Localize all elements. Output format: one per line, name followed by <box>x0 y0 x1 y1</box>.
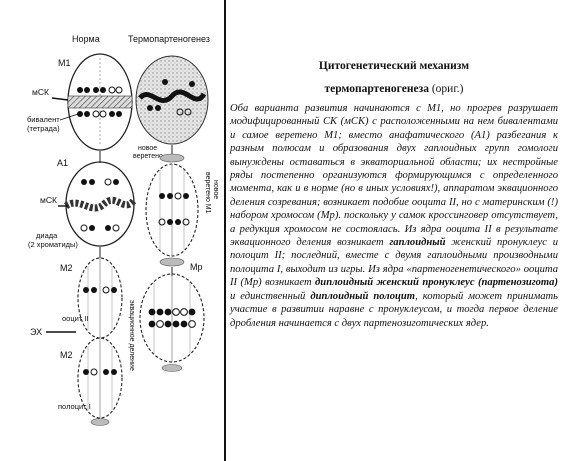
cell-m1-norm <box>67 53 133 151</box>
body-bold-haploid: гаплоидный <box>389 237 446 249</box>
title-orig: (ориг.) <box>428 83 464 95</box>
label-chromatids: (2 хроматиды) <box>28 240 78 249</box>
header-norm: Норма <box>72 34 100 44</box>
label-m1: М1 <box>58 58 71 68</box>
text-panel: Цитогенетический механизм термопартеноге… <box>230 0 558 461</box>
header-thermoparthenogenesis: Термопартеногенез <box>128 34 210 44</box>
title-term: термопартеногенеза <box>324 83 429 95</box>
label-msk-upper: мСК <box>32 87 49 97</box>
arrow-msk-upper <box>51 97 69 101</box>
label-ex: ЭХ <box>30 327 42 337</box>
label-m2-lower: М2 <box>60 350 73 360</box>
label-m2-upper: М2 <box>60 263 73 273</box>
label-new-spindle-1: новое <box>138 145 157 152</box>
title-line-1: Цитогенетический механизм <box>318 60 470 72</box>
label-mp: Мр <box>190 262 203 272</box>
title-line-2: термопартеногенеза (ориг.) <box>230 83 558 95</box>
cell-thermo-spindle <box>145 153 199 267</box>
label-msk-lower: мСК <box>40 195 57 205</box>
label-spindle-m1-vertical: веретено М1 <box>204 172 211 214</box>
label-bivalent: бивалент <box>27 115 60 124</box>
cell-mp-thermo <box>139 273 205 372</box>
body-segment-4: , который может принимать участие в разв… <box>230 290 558 329</box>
label-polocyte-1: полоцит I <box>58 402 91 411</box>
body-bold-diploid-pronucleus: диплоидный женский пронуклеус (партенози… <box>315 277 558 289</box>
body-segment-3: и единственный <box>230 290 311 302</box>
label-equational-division: эквационное деление <box>128 300 135 371</box>
label-new-vertical: новое <box>212 180 219 199</box>
body-segment-1: Оба варианта развития начинаются с М1, н… <box>230 103 558 249</box>
cell-m2-norm-lower <box>77 337 123 426</box>
cell-m2-norm-upper <box>77 257 123 339</box>
cell-a1-norm <box>63 161 137 247</box>
body-bold-diploid-polocyte: диплоидный полоцит <box>310 290 416 302</box>
label-a1: А1 <box>57 158 68 168</box>
label-oocyte-2: ооцит II <box>62 314 89 323</box>
cell-m1-thermo <box>135 55 209 145</box>
label-diad: диада <box>36 231 58 240</box>
body-paragraph: Оба варианта развития начинаются с М1, н… <box>230 102 558 330</box>
cytogenetic-diagram-figure: Норма Термопартеногенез М1 мСК бивалент … <box>27 34 219 426</box>
label-tetrad: (тетрада) <box>27 124 60 133</box>
body-segment-2: женский пронуклеус и полоцит II; последн… <box>230 237 559 289</box>
vertical-divider <box>224 0 226 461</box>
label-new-spindle-2: веретено <box>133 153 163 160</box>
pointer-bivalent <box>59 113 79 121</box>
